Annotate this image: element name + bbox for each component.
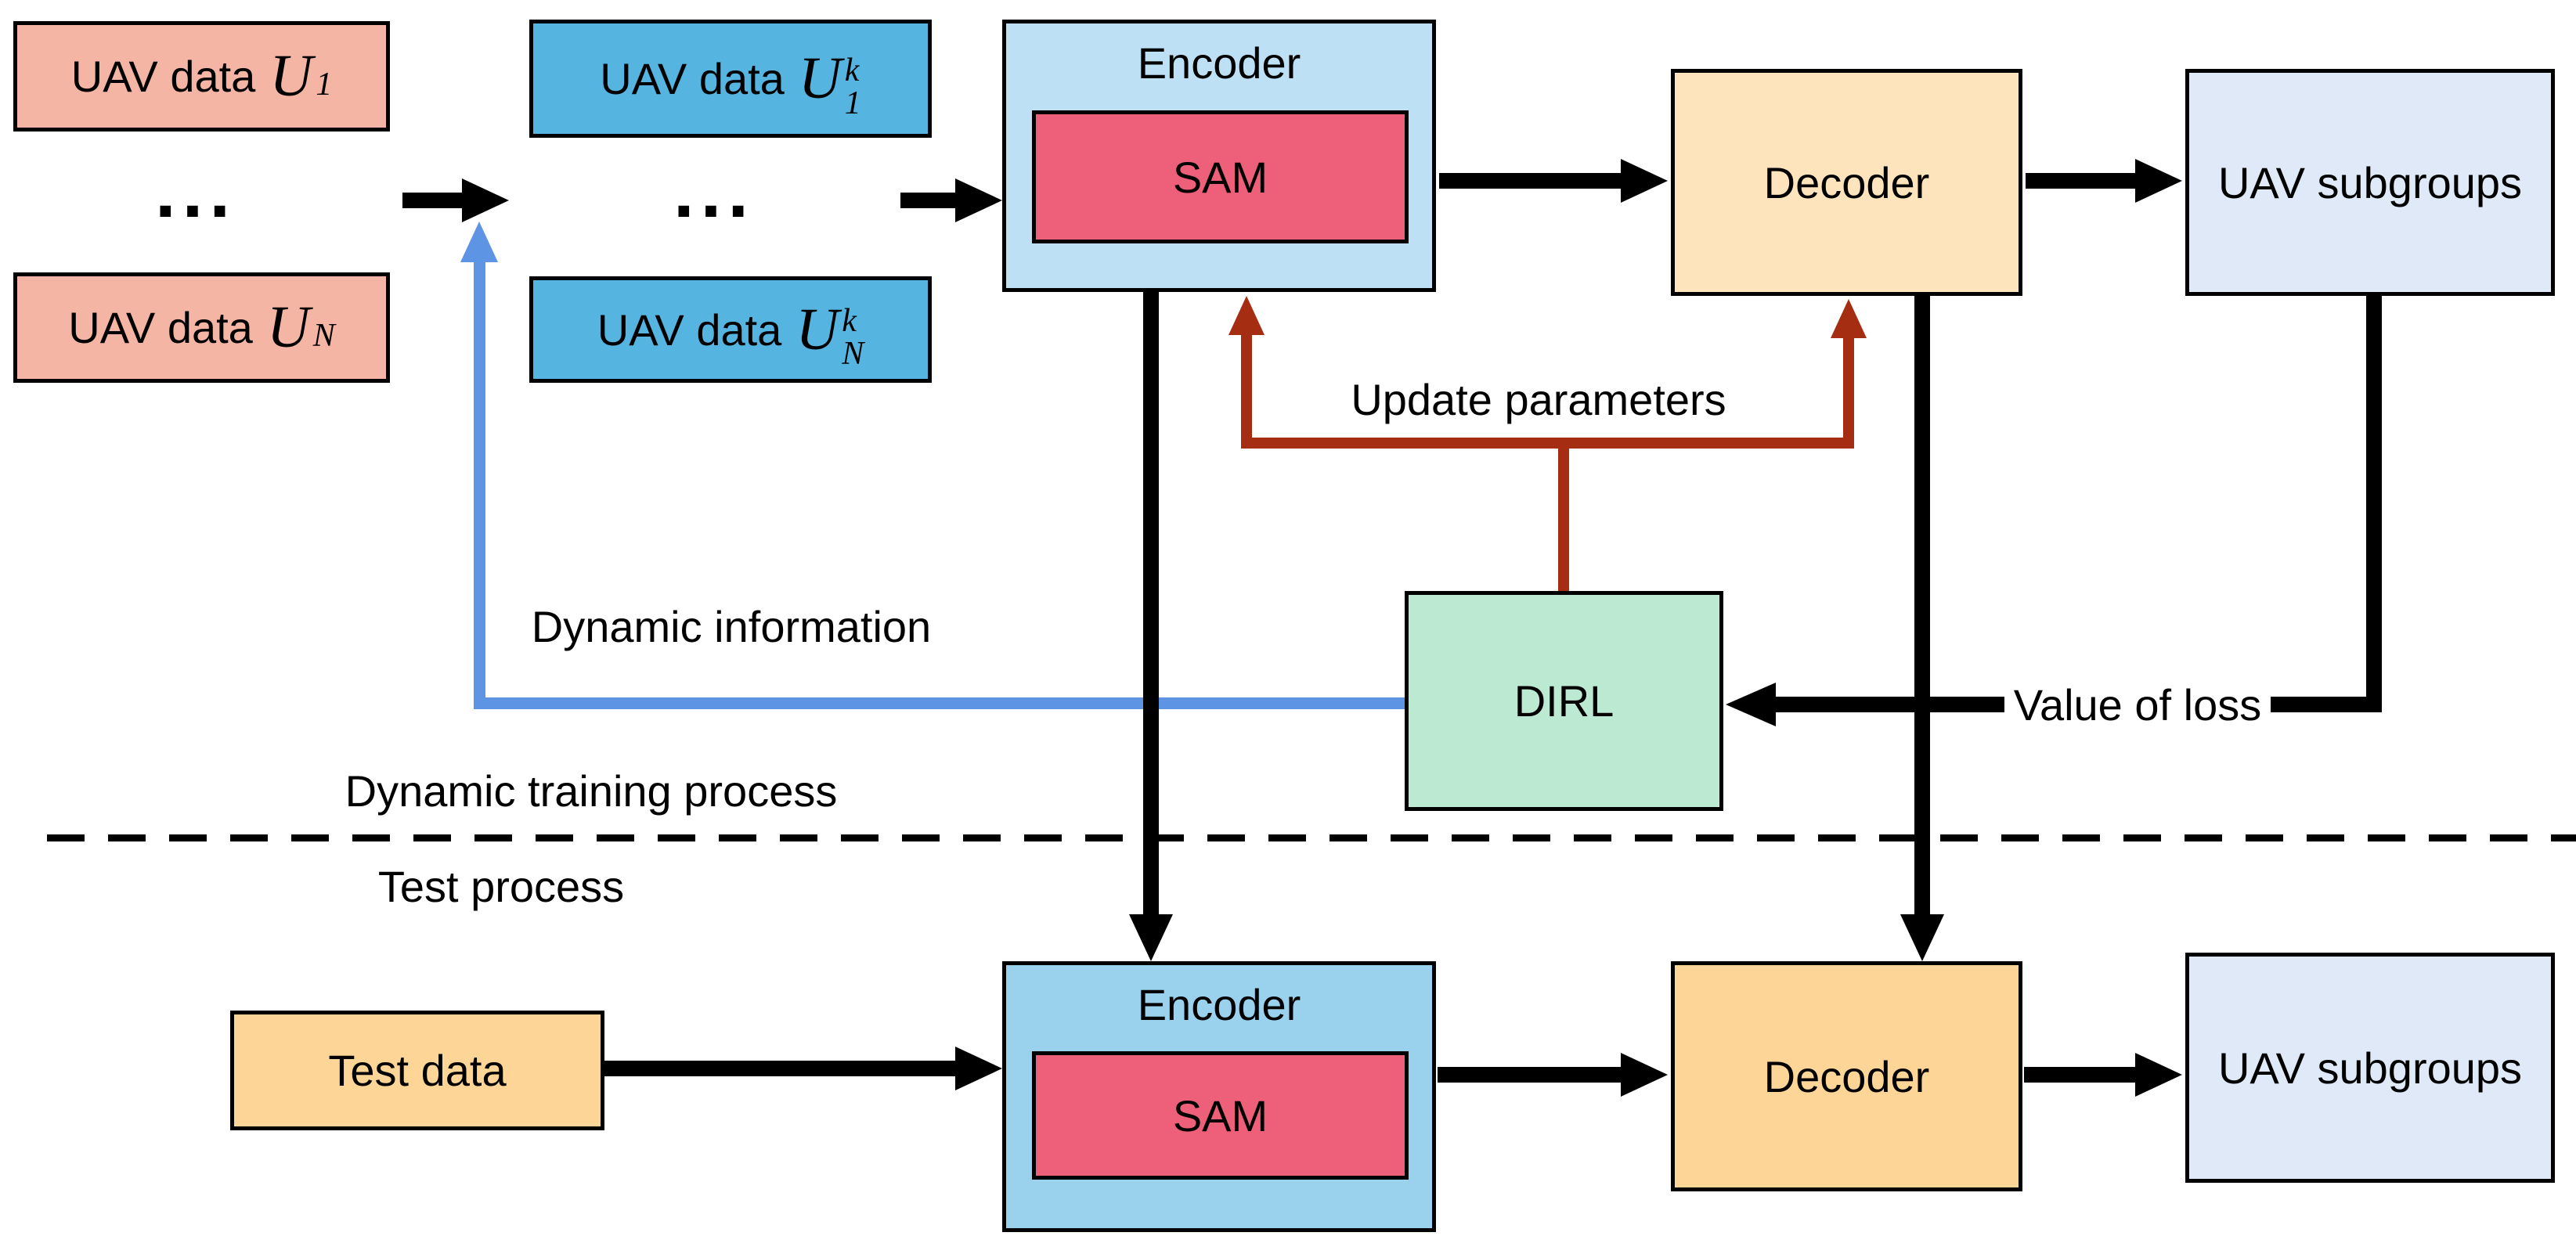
arrow-decoder-uav-top-shaft [2026,173,2135,189]
sam-bottom-label: SAM [1172,1090,1268,1140]
arrow-decoder-uav-bottom-shaft [2024,1067,2135,1083]
sam-top-box: SAM [1032,110,1409,243]
test-data-label: Test data [328,1046,507,1095]
uav-data-1-prefix: UAV data [70,52,256,101]
dynamic-info-line-horizontal [479,697,1405,709]
arrow-encoder-top-to-bottom-shaft [1143,292,1159,914]
uav-data-1k-prefix: UAV data [600,54,785,103]
update-params-stem-from-dirl [1558,449,1569,591]
test-process-label: Test process [377,862,625,911]
dynamic-info-arrow-head [460,222,498,262]
update-parameters-label: Update parameters [1351,375,1726,424]
arrow-decoder-top-to-bottom-shaft [1914,296,1930,914]
uav-subgroups-bottom-box: UAV subgroups [2185,953,2555,1183]
arrow-raw-to-sampled-shaft [402,193,462,208]
uav-data-N-prefix: UAV data [68,303,253,352]
test-data-box: Test data [230,1011,604,1130]
sam-top-label: SAM [1172,152,1268,202]
arrow-encoder-decoder-top-head [1621,159,1668,203]
decoder-bottom-label: Decoder [1763,1051,1930,1101]
arrow-raw-to-sampled-head [462,178,509,222]
dynamic-training-process-label: Dynamic training process [345,766,838,816]
value-of-loss-arrow-head [1726,683,1776,726]
update-params-line-horizontal [1241,438,1854,449]
decoder-top-label: Decoder [1763,157,1930,207]
update-params-riser-right [1843,338,1854,449]
dirl-label: DIRL [1513,676,1615,726]
arrow-testdata-to-encoder-shaft [604,1061,955,1076]
decoder-bottom-box: Decoder [1671,961,2022,1191]
ellipsis-right: ... [673,150,755,233]
arrow-sampled-to-encoder-head [955,178,1002,222]
encoder-bottom-title: Encoder [1137,980,1301,1029]
update-params-arrow-encoder-head [1228,296,1265,335]
arrow-decoder-uav-top-head [2135,159,2182,203]
value-of-loss-line-vertical [2366,296,2382,712]
encoder-top-title: Encoder [1137,38,1301,88]
dynamic-info-line-vertical [474,258,485,709]
arrow-sampled-to-encoder-shaft [900,193,955,208]
update-params-arrow-decoder-head [1831,299,1867,338]
uav-subgroups-bottom-label: UAV subgroups [2217,1043,2523,1093]
dirl-box: DIRL [1405,591,1723,811]
sam-bottom-box: SAM [1032,1051,1409,1180]
arrow-encoder-decoder-bottom-shaft [1438,1067,1621,1083]
uav-subgroups-top-label: UAV subgroups [2217,157,2523,207]
dynamic-information-label: Dynamic information [531,602,932,651]
value-of-loss-label: Value of loss [2004,672,2271,737]
arrow-encoder-top-to-bottom-head [1129,914,1173,961]
arrow-encoder-decoder-bottom-head [1621,1053,1668,1097]
section-divider-dashed-line [47,834,2576,841]
uav-data-Nk-prefix: UAV data [597,304,782,355]
arrow-encoder-decoder-top-shaft [1439,173,1621,189]
arrow-testdata-to-encoder-head [955,1047,1002,1090]
decoder-top-box: Decoder [1671,69,2022,296]
arrow-decoder-uav-bottom-head [2135,1053,2182,1097]
arrow-decoder-top-to-bottom-head [1900,914,1944,961]
update-params-riser-left [1241,335,1252,449]
ellipsis-left: ... [154,150,236,233]
uav-subgroups-top-box: UAV subgroups [2185,69,2555,296]
